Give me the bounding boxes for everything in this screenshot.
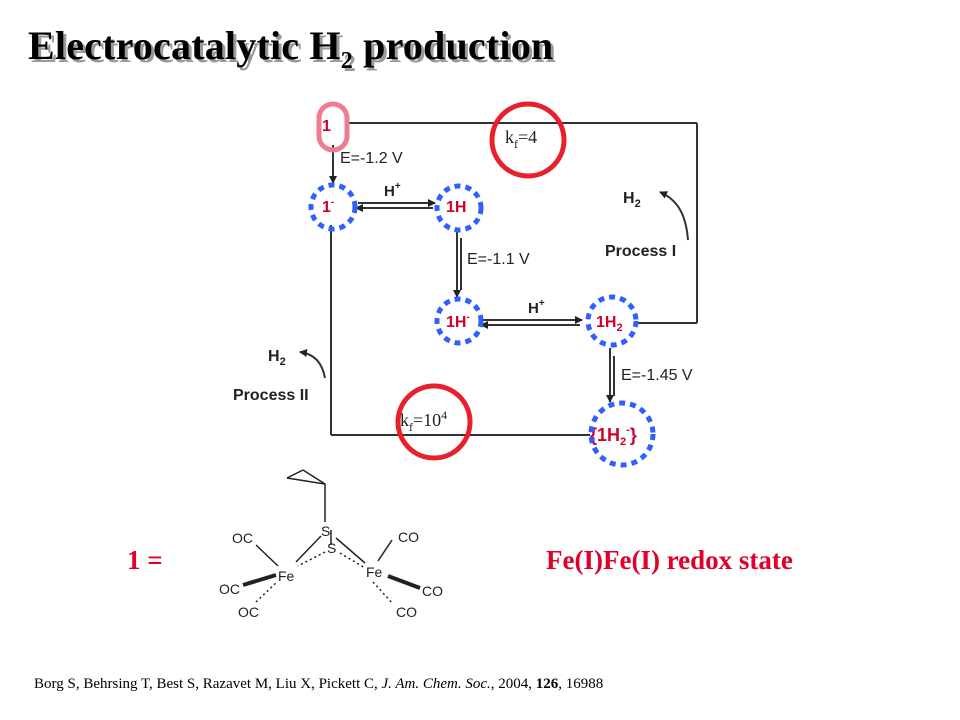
iron-right: Fe bbox=[366, 564, 383, 580]
ligand-oc-mid-left: OC bbox=[219, 581, 240, 597]
ligand-co-bottom-right: CO bbox=[396, 604, 417, 620]
cycle-lines bbox=[330, 122, 698, 436]
process-curved-arrows bbox=[299, 191, 689, 379]
proton-label-2: H+ bbox=[528, 298, 545, 317]
blue-circle-1H bbox=[434, 183, 484, 233]
species-1H2: 1H2 bbox=[596, 314, 623, 334]
species-1-minus: 1- bbox=[322, 197, 334, 216]
diiron-structure bbox=[242, 469, 421, 605]
ligand-oc-bottom-left: OC bbox=[238, 604, 259, 620]
blue-circle-1H-minus bbox=[434, 296, 484, 346]
highlight-circles bbox=[308, 101, 656, 468]
sulfur-top: S bbox=[321, 523, 330, 539]
pink-highlight-species-1 bbox=[316, 101, 350, 153]
potential-e1: E=-1.2 V bbox=[340, 150, 403, 167]
species-1H: 1H bbox=[446, 199, 466, 216]
proton-label-1: H+ bbox=[384, 181, 401, 200]
sulfur-bottom: S bbox=[327, 540, 336, 556]
species-1H-minus: 1H- bbox=[446, 312, 470, 331]
ligand-oc-top-left: OC bbox=[232, 530, 253, 546]
potential-e3: E=-1.45 V bbox=[621, 367, 693, 384]
potential-e2: E=-1.1 V bbox=[467, 251, 530, 268]
species-1H2-minus: {1H2-} bbox=[590, 424, 637, 448]
h2-label-process-1: H2 bbox=[623, 190, 641, 210]
redox-state-label: Fe(I)Fe(I) redox state bbox=[546, 545, 793, 575]
reduction-arrows bbox=[329, 145, 615, 403]
red-circle-kf-10-4 bbox=[395, 383, 473, 461]
process-2-label: Process II bbox=[233, 387, 309, 404]
rate-kf-4: kf=4 bbox=[505, 127, 537, 151]
h2-label-process-2: H2 bbox=[268, 348, 286, 368]
one-equals-label: 1 = bbox=[127, 545, 163, 575]
red-circle-kf-4 bbox=[489, 101, 567, 179]
process-1-label: Process I bbox=[605, 243, 676, 260]
page-title: Electrocatalytic H2 production bbox=[28, 23, 554, 74]
protonation-arrows bbox=[355, 199, 583, 329]
ligand-co-mid-right: CO bbox=[422, 583, 443, 599]
ligand-co-top-right: CO bbox=[398, 529, 419, 545]
citation: Borg S, Behrsing T, Best S, Razavet M, L… bbox=[34, 676, 604, 692]
species-1: 1 bbox=[322, 118, 331, 135]
blue-circle-1-minus bbox=[308, 182, 358, 232]
rate-kf-10-4: kf=104 bbox=[400, 408, 447, 434]
iron-left: Fe bbox=[278, 568, 295, 584]
blue-circle-1H2 bbox=[585, 294, 639, 348]
blue-circle-1H2-minus bbox=[588, 400, 656, 468]
